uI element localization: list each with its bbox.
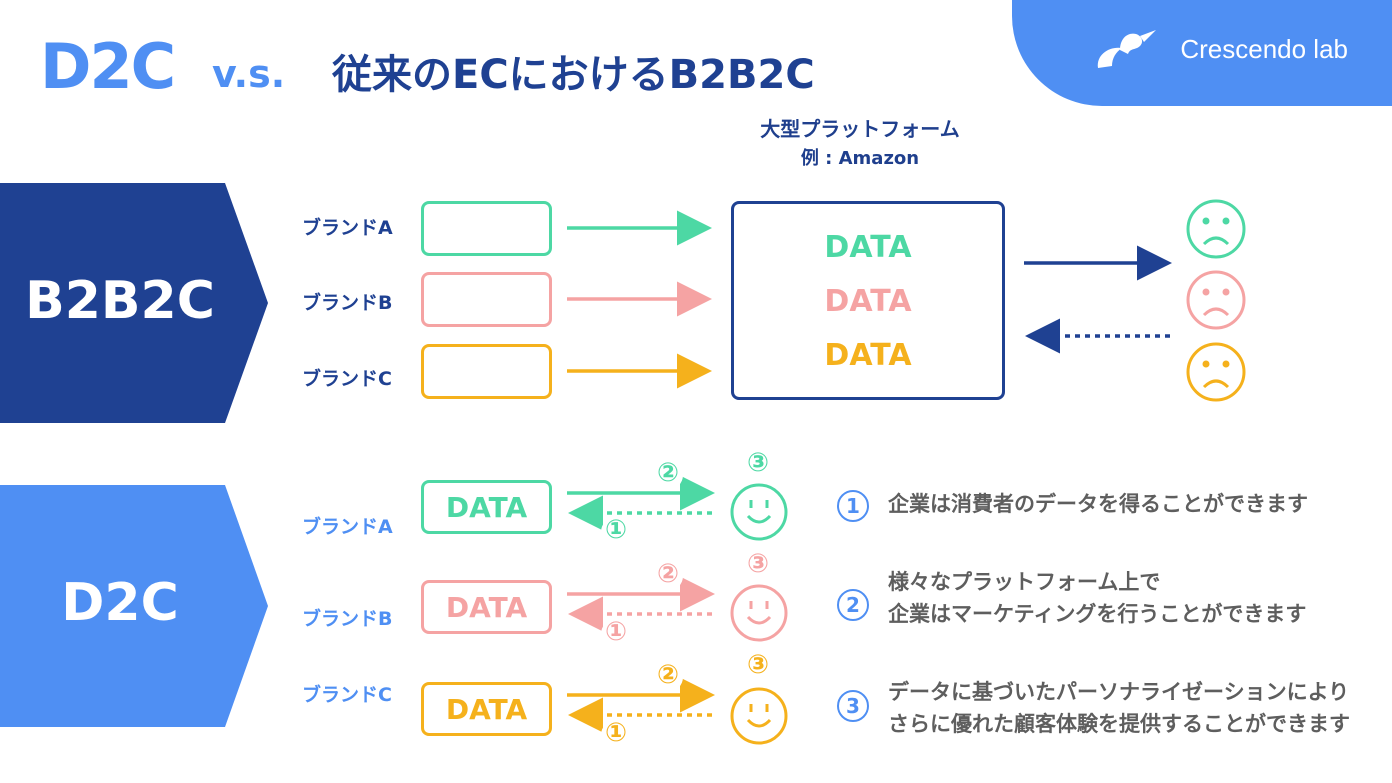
description-1-number: 1 [837, 490, 869, 522]
platform-box: DATA DATA DATA [731, 201, 1005, 400]
title-d2c: D2C [40, 30, 176, 103]
d2c-chevron: D2C [0, 485, 268, 727]
happy-face-icon-pink [730, 584, 788, 642]
platform-data-b: DATA [824, 284, 912, 319]
b2b2c-brand-b-box [421, 272, 552, 327]
sad-face-icon-pink [1186, 270, 1246, 330]
description-3-text: データに基づいたパーソナライゼーションにより さらに優れた顧客体験を提供すること… [888, 676, 1350, 740]
step-1-marker-b: ① [601, 619, 631, 649]
step-3-marker-c: ③ [743, 652, 773, 682]
description-2-text: 様々なプラットフォーム上で 企業はマーケティングを行うことができます [888, 566, 1306, 630]
description-2-number: 2 [837, 589, 869, 621]
description-2-line-2: 企業はマーケティングを行うことができます [888, 602, 1307, 626]
page-title: 従来のECにおけるB2B2C [332, 52, 815, 98]
platform-name: 大型プラットフォーム [760, 117, 960, 141]
d2c-brand-b: ブランドB [302, 608, 393, 630]
sad-face-icon-orange [1186, 342, 1246, 402]
b2b2c-brand-a: ブランドA [302, 217, 393, 239]
b2b2c-brand-b: ブランドB [302, 292, 393, 314]
happy-face-icon-orange [730, 687, 788, 745]
d2c-data-c: DATA [445, 693, 528, 726]
crescendo-logo-icon [1090, 24, 1160, 78]
platform-data-c: DATA [824, 338, 912, 373]
step-1-marker-c: ① [601, 720, 631, 750]
happy-face-icon-green [730, 483, 788, 541]
d2c-brand-b-data-box: DATA [421, 580, 552, 634]
description-3-number: 3 [837, 690, 869, 722]
platform-title: 大型プラットフォーム 例 : Amazon [740, 114, 980, 174]
description-1-text: 企業は消費者のデータを得ることができます [888, 488, 1308, 520]
platform-data-a: DATA [824, 230, 912, 265]
step-3-marker-a: ③ [743, 450, 773, 480]
d2c-brand-a-data-box: DATA [421, 480, 552, 534]
step-1-marker-a: ① [601, 517, 631, 547]
b2b2c-brand-c-box [421, 344, 552, 399]
logo-text: Crescendo lab [1180, 34, 1348, 64]
d2c-brand-c-data-box: DATA [421, 682, 552, 736]
b2b2c-chevron: B2B2C [0, 183, 268, 423]
d2c-data-a: DATA [445, 491, 528, 524]
d2c-label: D2C [61, 573, 179, 633]
step-2-marker-b: ② [653, 561, 683, 591]
step-2-marker-a: ② [653, 460, 683, 490]
step-3-marker-b: ③ [743, 551, 773, 581]
b2b2c-label: B2B2C [25, 271, 215, 331]
platform-example: 例 : Amazon [800, 148, 920, 169]
description-2-line-1: 様々なプラットフォーム上で [888, 570, 1161, 594]
step-2-marker-c: ② [653, 662, 683, 692]
description-1-line-1: 企業は消費者のデータを得ることができます [888, 492, 1308, 516]
title-vs: v.s. [212, 52, 286, 96]
description-3-line-2: さらに優れた顧客体験を提供することができます [888, 712, 1350, 736]
d2c-data-b: DATA [445, 591, 528, 624]
logo-banner [1012, 0, 1392, 106]
description-3-line-1: データに基づいたパーソナライゼーションにより [888, 680, 1350, 704]
d2c-brand-a: ブランドA [302, 516, 393, 538]
sad-face-icon-green [1186, 199, 1246, 259]
d2c-brand-c: ブランドC [302, 684, 392, 706]
b2b2c-brand-a-box [421, 201, 552, 256]
b2b2c-brand-c: ブランドC [302, 368, 392, 390]
